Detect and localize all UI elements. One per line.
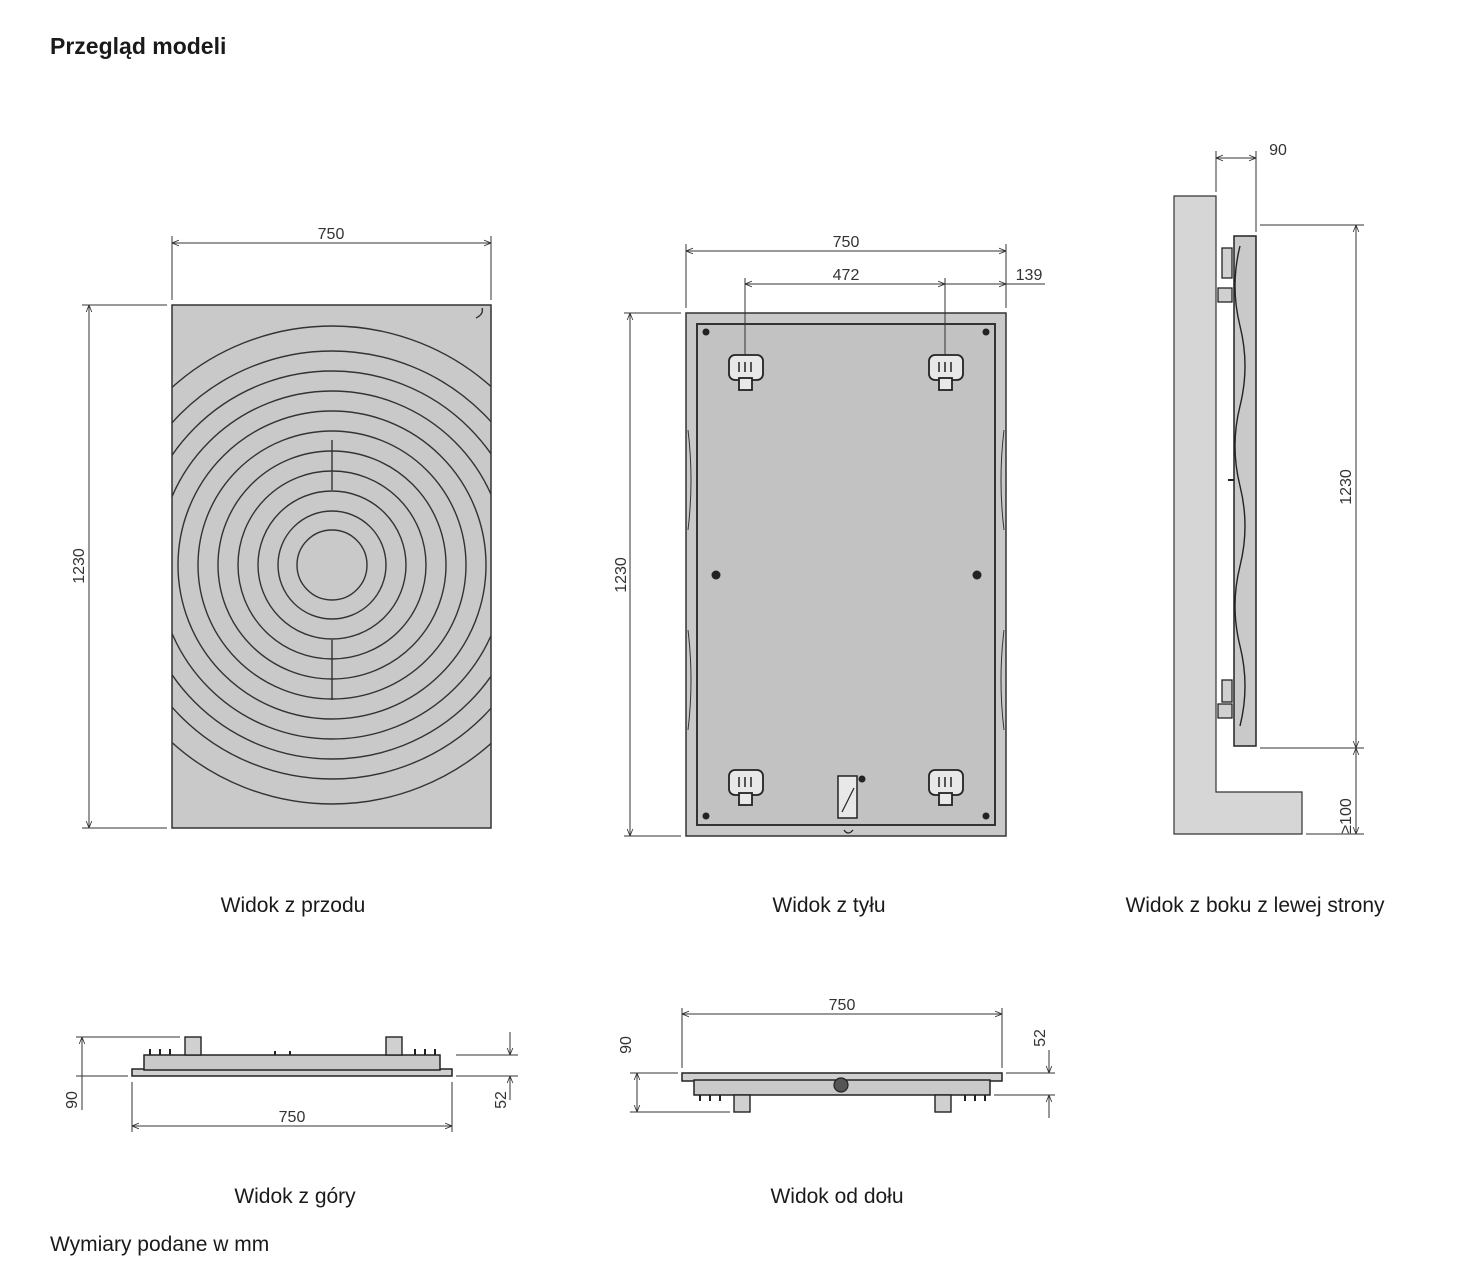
back-height-label: 1230 xyxy=(613,557,630,593)
top-width-label: 750 xyxy=(279,1109,306,1126)
page-title: Przegląd modeli xyxy=(50,33,227,59)
side-brackets xyxy=(1217,247,1233,719)
caption-back-view: Widok z tyłu xyxy=(772,894,886,917)
front-view: 750 1230 xyxy=(71,226,492,829)
top-depth-total-label: 90 xyxy=(64,1091,81,1109)
bottom-depth-body-label: 52 xyxy=(1032,1029,1049,1047)
caption-side-view: Widok z boku z lewej strony xyxy=(1125,894,1385,917)
front-height-label: 1230 xyxy=(71,548,88,584)
bottom-brackets xyxy=(733,1094,952,1113)
side-panel xyxy=(1233,235,1257,747)
power-module xyxy=(837,775,858,819)
top-view: 750 90 52 xyxy=(64,1032,518,1132)
side-height-label: 1230 xyxy=(1338,469,1355,505)
side-view: 90 1230 ≥100 xyxy=(1173,142,1364,835)
wall-and-floor xyxy=(1173,195,1303,835)
side-floor-gap-label: ≥100 xyxy=(1338,798,1355,834)
bracket-slots xyxy=(738,362,952,787)
top-depth-body-label: 52 xyxy=(493,1091,510,1109)
back-screws xyxy=(702,328,990,820)
top-brackets xyxy=(184,1036,403,1056)
bottom-depth-total-label: 90 xyxy=(618,1036,635,1054)
units-note: Wymiary podane w mm xyxy=(50,1233,270,1256)
caption-bottom-view: Widok od dołu xyxy=(770,1185,904,1208)
caption-top-view: Widok z góry xyxy=(234,1185,356,1208)
bottom-width-label: 750 xyxy=(829,997,856,1014)
back-holes-offset-label: 139 xyxy=(1016,267,1043,284)
caption-front-view: Widok z przodu xyxy=(220,894,366,917)
back-width-label: 750 xyxy=(833,234,860,251)
side-depth-label: 90 xyxy=(1269,142,1287,159)
front-circular-pattern xyxy=(172,307,491,805)
back-view: 750 472 139 1230 xyxy=(613,234,1045,837)
bottom-view: 750 90 52 xyxy=(618,997,1055,1118)
back-mounting-brackets xyxy=(728,354,964,806)
back-holes-spacing-label: 472 xyxy=(833,267,860,284)
front-width-label: 750 xyxy=(318,226,345,243)
